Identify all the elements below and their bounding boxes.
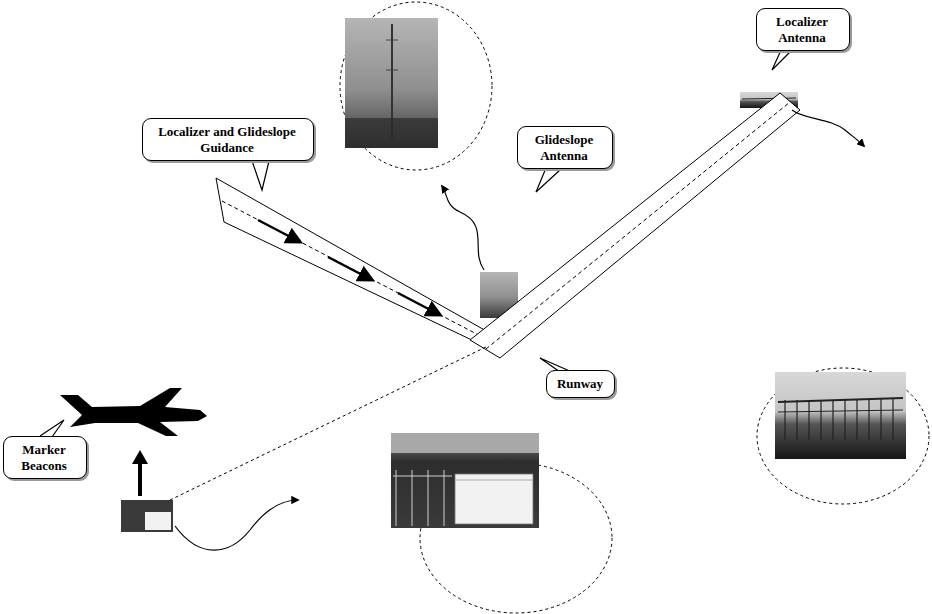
callout-label: Glideslope Antenna bbox=[527, 132, 601, 163]
photo-frame bbox=[757, 368, 929, 504]
callout-label: Localizer Antenna bbox=[766, 14, 838, 45]
callout-tails bbox=[40, 48, 792, 437]
guidance-beam bbox=[216, 178, 497, 352]
runway-centerline bbox=[486, 102, 790, 349]
beam-arrows bbox=[258, 220, 440, 315]
callout-bubble: Marker Beacons bbox=[3, 436, 87, 479]
aircraft-silhouette bbox=[60, 388, 207, 436]
beacon-arrowhead bbox=[132, 450, 148, 464]
beam-centerline bbox=[222, 201, 492, 342]
localizer-photo bbox=[775, 372, 906, 459]
beacon-arrow bbox=[138, 462, 142, 496]
glideslope-photo bbox=[345, 18, 438, 148]
leader-arrow bbox=[792, 110, 864, 146]
callout-bubble: Localizer and Glideslope Guidance bbox=[142, 118, 314, 161]
photo-frame bbox=[340, 2, 492, 170]
beacon-path bbox=[170, 346, 488, 500]
callout-label: Localizer and Glideslope Guidance bbox=[152, 124, 302, 155]
callout-bubble: Localizer Antenna bbox=[756, 8, 850, 51]
marker-beacon-photo bbox=[391, 433, 539, 528]
marker-beacon-thumbnail bbox=[121, 500, 173, 532]
leader-arrow bbox=[175, 500, 298, 550]
runway-strip bbox=[470, 93, 800, 358]
leader-arrow bbox=[442, 186, 484, 270]
callout-label: Marker Beacons bbox=[13, 442, 75, 473]
callout-bubble: Glideslope Antenna bbox=[517, 126, 613, 169]
callout-label: Runway bbox=[556, 376, 605, 392]
callout-bubble: Runway bbox=[546, 370, 615, 398]
